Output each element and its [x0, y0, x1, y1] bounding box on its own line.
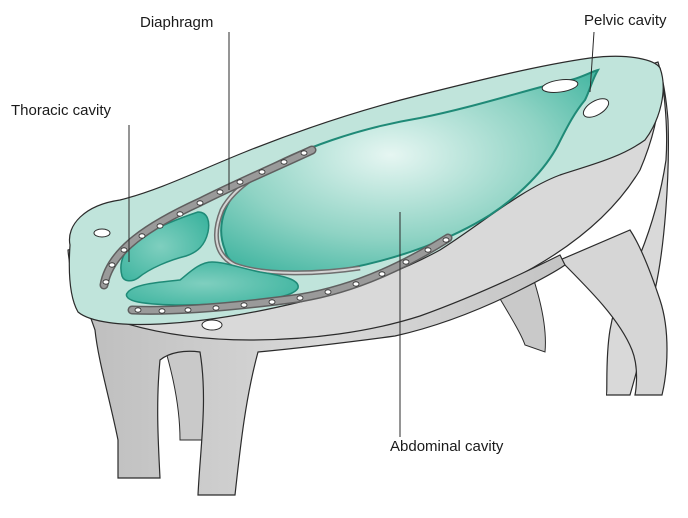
label-pelvic-cavity: Pelvic cavity	[584, 12, 667, 30]
lower-opening	[202, 320, 222, 330]
front-opening	[94, 229, 110, 237]
label-diaphragm: Diaphragm	[140, 14, 213, 32]
label-abdominal-cavity: Abdominal cavity	[390, 438, 503, 456]
label-thoracic-cavity: Thoracic cavity	[11, 102, 111, 120]
